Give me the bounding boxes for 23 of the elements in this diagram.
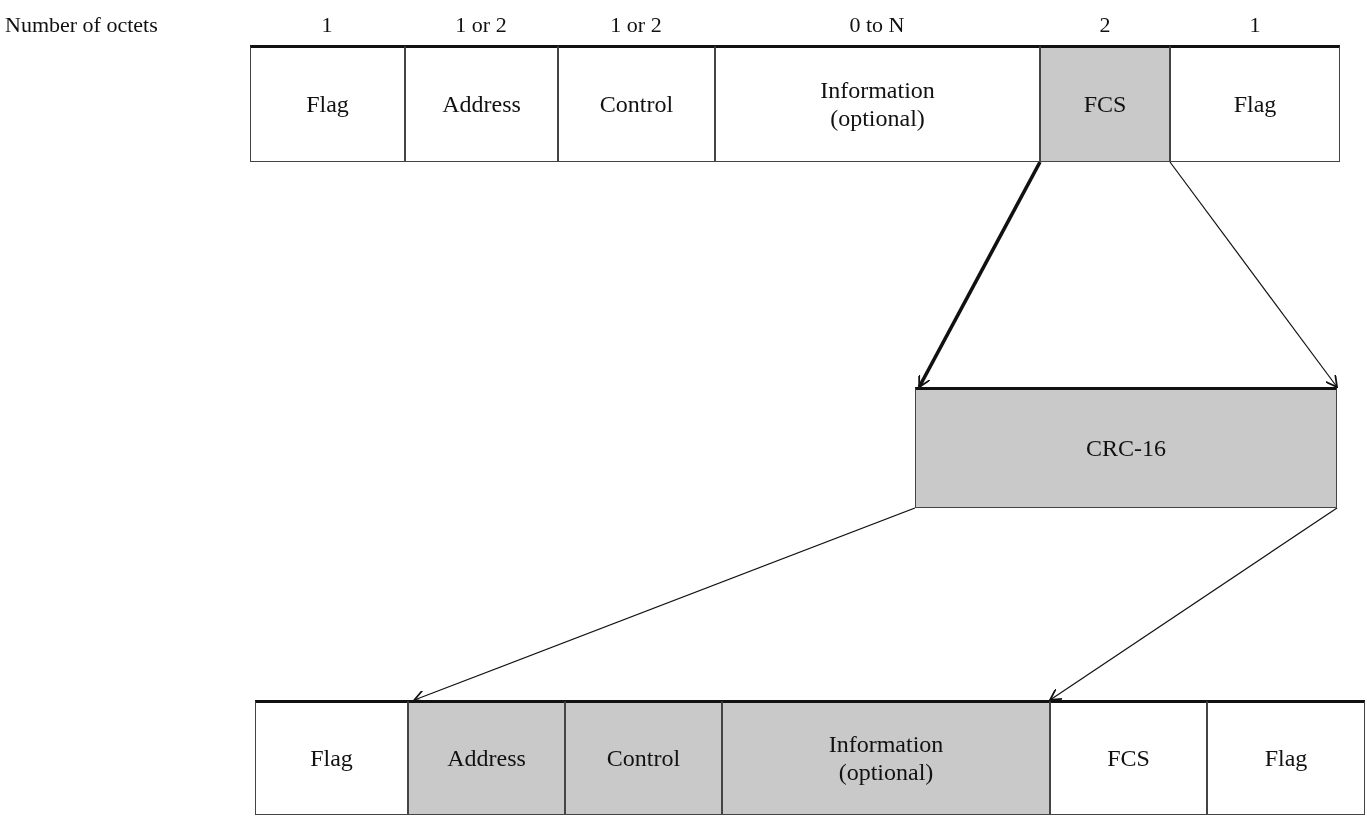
octet-count: 1 (321, 11, 333, 39)
field-box: Flag (250, 45, 405, 162)
row-heading: Number of octets (5, 11, 158, 39)
arrow (1169, 161, 1338, 388)
field-box: Flag (1170, 45, 1340, 162)
field-box: Information (optional) (715, 45, 1040, 162)
field-box: Address (405, 45, 558, 162)
field-box: FCS (1050, 700, 1207, 815)
shaded-field-box: Address (408, 700, 565, 815)
shaded-field-box: FCS (1040, 45, 1170, 162)
arrow (1049, 507, 1338, 701)
shaded-field-box: CRC-16 (915, 387, 1337, 508)
arrow (917, 161, 1042, 388)
octet-count: 1 (1249, 11, 1261, 39)
field-box: Control (558, 45, 715, 162)
shaded-field-box: Control (565, 700, 722, 815)
octet-count: 1 or 2 (455, 11, 507, 39)
field-box: Flag (255, 700, 408, 815)
octet-count: 2 (1099, 11, 1111, 39)
shaded-field-box: Information (optional) (722, 700, 1050, 815)
octet-count: 1 or 2 (610, 11, 662, 39)
octet-count: 0 to N (849, 11, 905, 39)
field-box: Flag (1207, 700, 1365, 815)
